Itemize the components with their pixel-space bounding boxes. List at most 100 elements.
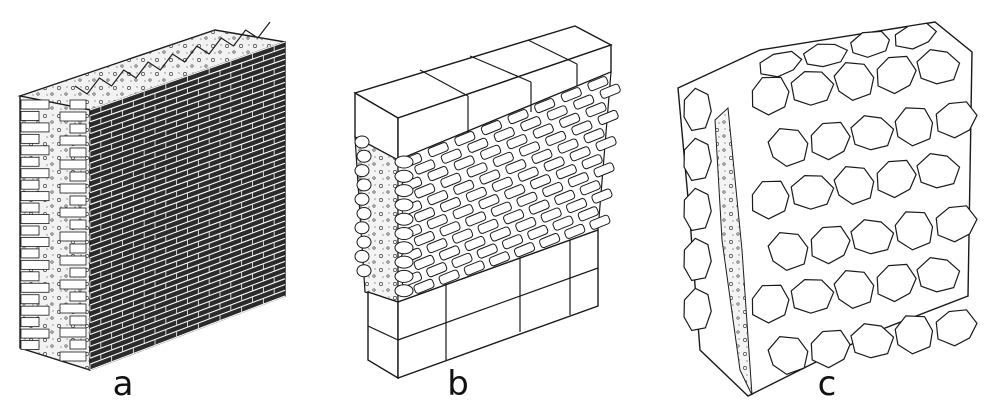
brick-course-joint (89, 185, 286, 259)
brick-course-joint (89, 139, 286, 211)
end-brick (20, 168, 50, 179)
brick-course-joint (89, 249, 286, 324)
brick-course-joint (89, 99, 286, 170)
brick-course-joint (89, 203, 286, 276)
end-brick (69, 171, 87, 182)
rubble-stone (802, 43, 849, 68)
brick-course-joint (89, 260, 286, 336)
end-stone (394, 255, 414, 269)
end-brick (20, 305, 50, 316)
rubble-stone (935, 101, 978, 139)
small-stone (573, 94, 595, 110)
small-stone (413, 254, 435, 270)
small-stone (504, 184, 526, 200)
rubble-stone (935, 309, 978, 347)
brick-course-joint (89, 283, 286, 359)
end-brick (59, 327, 87, 338)
end-brick (59, 159, 87, 170)
brick-course-joint (89, 76, 286, 146)
small-stone (543, 156, 565, 172)
brick-course-joint (89, 156, 286, 229)
small-stone (414, 159, 436, 175)
end-stone (356, 235, 372, 249)
small-stone (513, 242, 536, 258)
brick-course-joint (89, 151, 286, 223)
small-stone (520, 116, 542, 132)
small-stone (426, 214, 448, 230)
end-brick (69, 339, 87, 350)
small-stone (527, 224, 549, 240)
small-stone (488, 251, 510, 267)
end-brick (20, 145, 50, 156)
wall-a-brick-courses (89, 41, 286, 372)
end-brick (20, 225, 40, 236)
small-stone (517, 166, 539, 182)
small-stone (489, 226, 511, 242)
brick-course-joint (89, 58, 286, 129)
brick-course-joint (89, 87, 286, 158)
brick-course-joint (89, 226, 286, 300)
brick-course-joint (89, 266, 286, 341)
brick-course-joint (89, 110, 286, 182)
rubble-stone (790, 175, 835, 210)
small-stone (491, 176, 513, 192)
small-stone (427, 142, 449, 158)
small-stone (591, 188, 613, 204)
small-stone (503, 209, 525, 225)
wall-b-stones (354, 39, 621, 360)
brick-course-joint (89, 64, 286, 135)
brick-course-joint (89, 93, 286, 164)
end-brick (20, 179, 40, 190)
small-stone (515, 216, 537, 232)
small-stone (465, 186, 487, 202)
small-stone (597, 109, 619, 125)
rubble-stone (894, 315, 934, 355)
brick-course-joint (89, 133, 286, 206)
end-stone (356, 178, 372, 192)
small-stone (501, 234, 524, 250)
end-stone (354, 135, 370, 149)
small-stone (465, 211, 487, 227)
brick-course-joint (89, 174, 286, 247)
small-stone (452, 228, 474, 244)
end-brick (59, 207, 87, 218)
rubble-stone (935, 205, 978, 243)
top-block-joint (469, 55, 532, 83)
rubble-stone (916, 49, 961, 85)
end-brick (20, 317, 40, 328)
rubble-stone (850, 115, 895, 151)
label-b: b (447, 364, 469, 404)
wall-a-top-bonding (74, 21, 271, 95)
small-stone (492, 151, 514, 167)
end-stone (394, 169, 414, 183)
brick-course-joint (89, 122, 286, 194)
small-stone (593, 162, 615, 178)
small-stone (567, 172, 589, 188)
end-brick (20, 133, 40, 144)
end-brick (69, 123, 87, 134)
end-brick (59, 183, 87, 194)
end-stone (356, 207, 372, 220)
rubble-stone (850, 30, 891, 58)
rubble-stone (759, 50, 803, 78)
small-stone (413, 278, 435, 294)
rubble-stone (683, 237, 712, 282)
brick-course-joint (89, 237, 286, 312)
lower-course-line (397, 267, 599, 341)
small-stone (589, 214, 611, 230)
end-brick (20, 271, 40, 282)
end-brick (20, 259, 50, 270)
small-stone (451, 252, 473, 268)
end-brick (69, 267, 87, 278)
rubble-stone (850, 323, 895, 359)
small-stone (554, 189, 576, 205)
small-stone (545, 130, 567, 146)
small-stone (564, 223, 586, 239)
end-stone (356, 264, 372, 278)
lower-course-line (367, 325, 399, 341)
small-stone (555, 164, 577, 180)
end-brick (20, 328, 50, 339)
small-stone (540, 207, 562, 223)
end-brick (59, 279, 87, 290)
rubble-stone (810, 121, 851, 161)
